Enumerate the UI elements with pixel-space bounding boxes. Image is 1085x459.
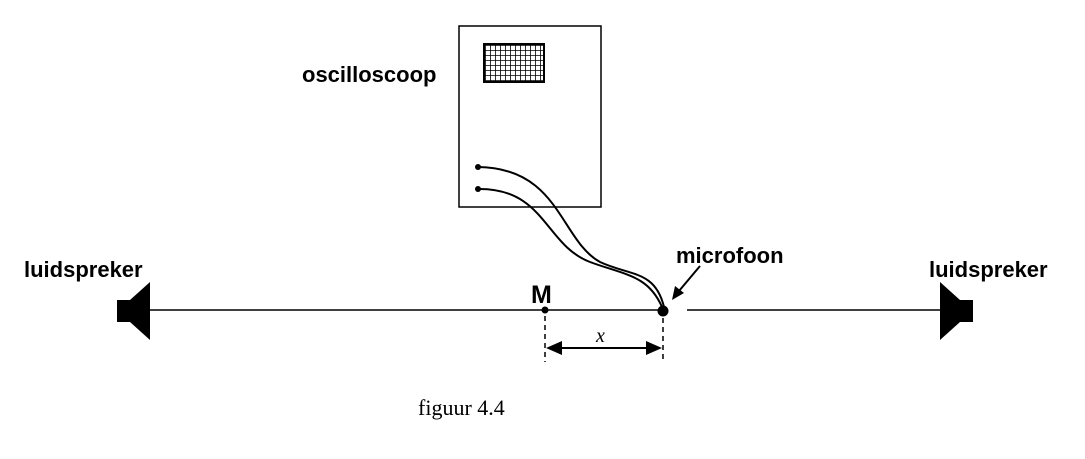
microphone-pointer-arrow <box>672 265 701 300</box>
distance-dimension <box>544 316 664 362</box>
midpoint-dot <box>541 306 549 314</box>
figure-caption: figuur 4.4 <box>418 395 505 420</box>
distance-label: x <box>596 325 605 347</box>
cable-upper <box>477 166 665 308</box>
microphone-cables <box>477 166 665 308</box>
speaker-left-icon <box>117 282 150 340</box>
cable-lower <box>477 187 663 308</box>
oscilloscope <box>458 25 602 208</box>
microphone-label: microfoon <box>676 243 784 268</box>
speaker-right-icon <box>940 282 973 340</box>
oscilloscope-screen <box>483 43 545 83</box>
microphone-icon <box>657 305 669 317</box>
speaker-left-label: luidspreker <box>24 257 143 282</box>
midpoint-label: M <box>531 281 552 309</box>
oscilloscope-label: oscilloscoop <box>302 62 437 87</box>
speaker-right-label: luidspreker <box>929 257 1048 282</box>
